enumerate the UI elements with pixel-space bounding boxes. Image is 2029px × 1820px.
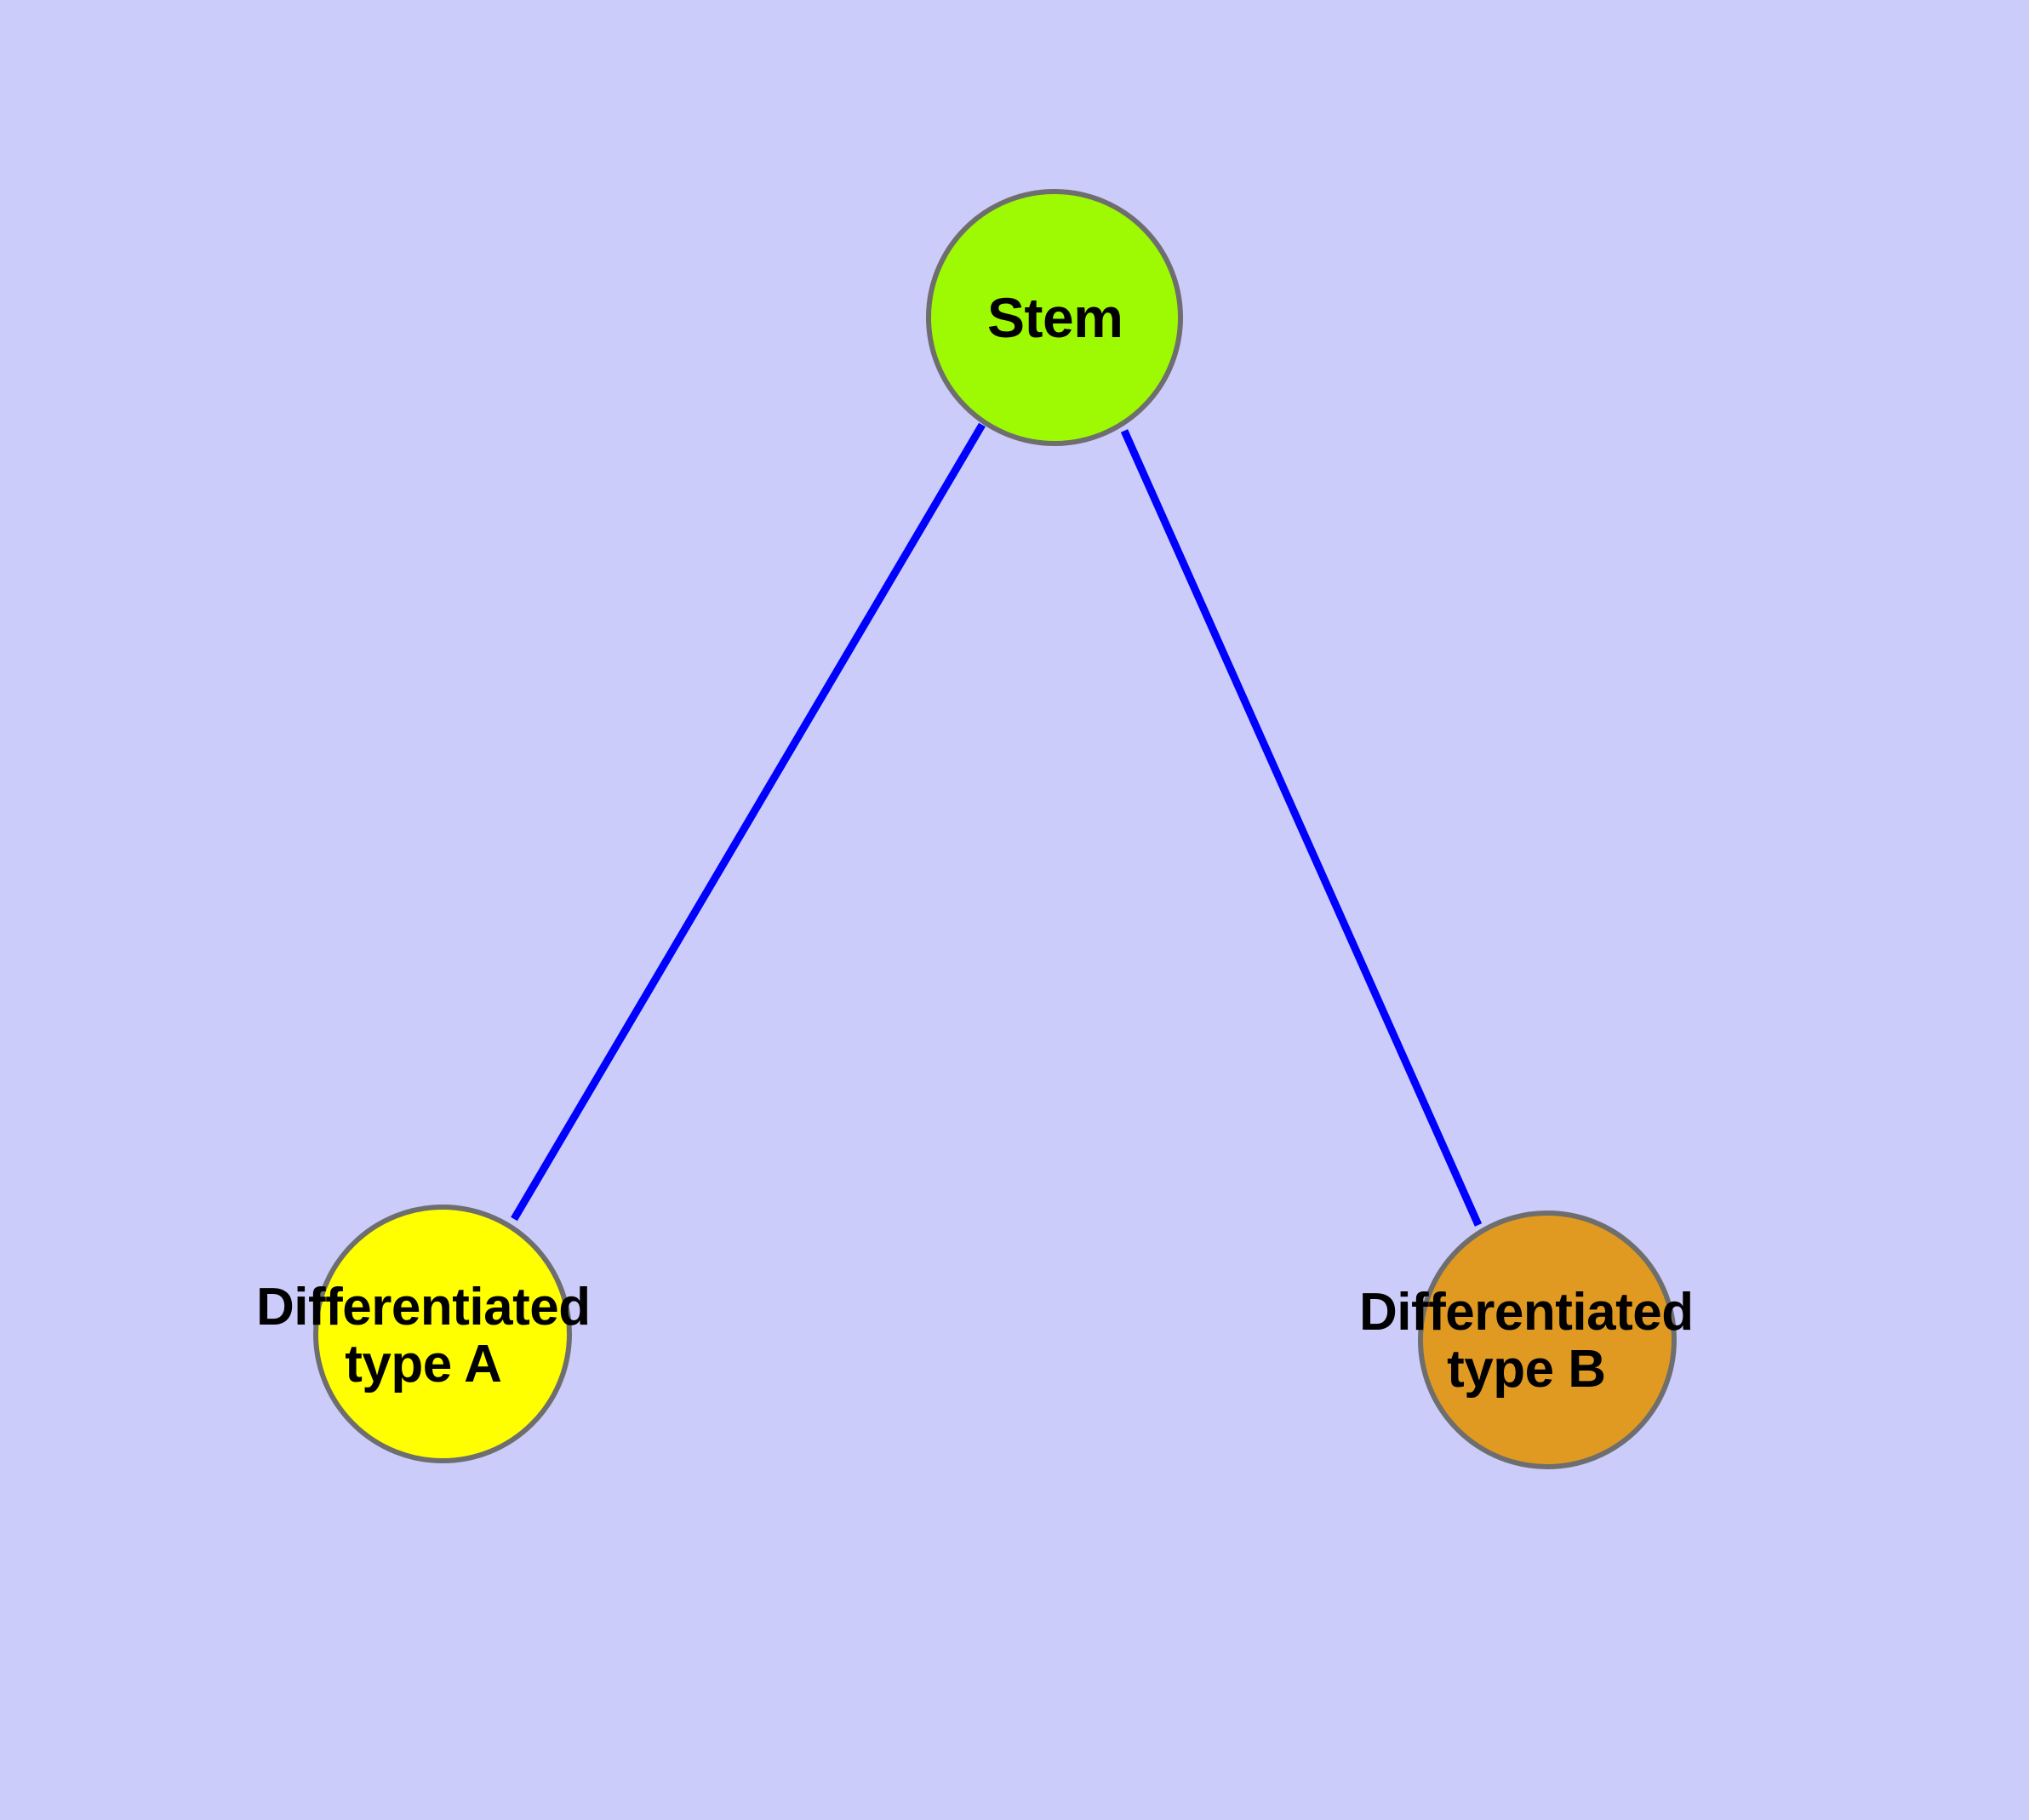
edge-stem-to-differentiated-type-b[interactable] xyxy=(1120,429,1483,1227)
node-differentiated-type-a[interactable] xyxy=(313,1205,572,1463)
node-stem[interactable] xyxy=(926,189,1183,446)
node-differentiated-type-b[interactable] xyxy=(1418,1210,1677,1469)
edge-stem-to-differentiated-type-a[interactable] xyxy=(511,422,986,1222)
